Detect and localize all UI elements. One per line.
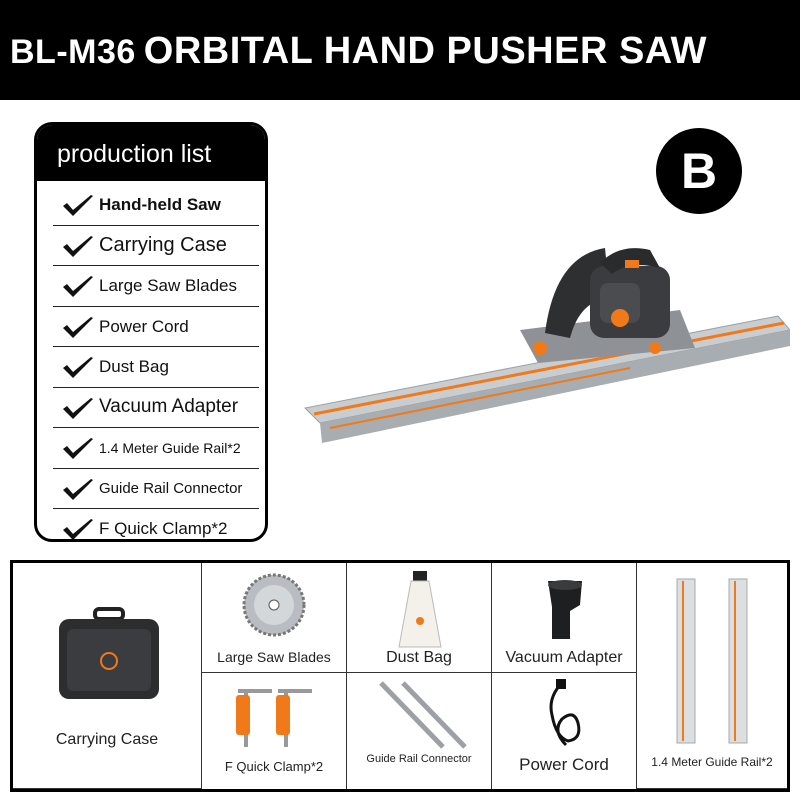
power-cord-icon	[549, 679, 581, 747]
variant-badge: B	[656, 128, 742, 214]
checkmark-icon	[63, 519, 93, 539]
checkmark-icon	[63, 195, 93, 216]
list-item-label: Vacuum Adapter	[99, 395, 239, 417]
checkmark-icon	[63, 478, 93, 500]
list-item: F Quick Clamp*2	[53, 509, 259, 539]
saw-blade-icon	[242, 573, 306, 637]
quick-clamp-label: F Quick Clamp*2	[224, 759, 324, 774]
list-item-label: Hand-held Saw	[99, 195, 221, 214]
list-item: Guide Rail Connector	[53, 469, 259, 509]
list-item: Carrying Case	[53, 226, 259, 266]
list-item: Dust Bag	[53, 347, 259, 388]
vacuum-adapter-label: Vacuum Adapter	[505, 649, 623, 666]
checkmark-icon	[63, 357, 93, 378]
guide-rail-icon	[676, 578, 748, 744]
saw-blades-label: Large Saw Blades	[217, 649, 331, 665]
accessory-rail-connector: Guide Rail Connector	[347, 673, 492, 789]
list-item-label: Guide Rail Connector	[99, 479, 243, 497]
dust-bag-icon	[398, 571, 442, 648]
quick-clamp-icon	[236, 689, 312, 747]
accessory-quick-clamp: F Quick Clamp*2	[202, 673, 347, 789]
checkmark-icon	[63, 438, 93, 459]
list-item: Large Saw Blades	[53, 266, 259, 307]
production-list-rows: Hand-held Saw Carrying Case Large Saw Bl…	[53, 185, 259, 539]
list-item: Vacuum Adapter	[53, 388, 259, 428]
dust-bag-label: Dust Bag	[386, 649, 452, 666]
list-item: 1.4 Meter Guide Rail*2	[53, 428, 259, 469]
accessory-saw-blades: Large Saw Blades	[202, 563, 347, 673]
list-item: Hand-held Saw	[53, 185, 259, 226]
list-item-label: F Quick Clamp*2	[99, 519, 228, 538]
list-item-label: Carrying Case	[99, 233, 227, 256]
power-cord-label: Power Cord	[519, 755, 609, 774]
list-item-label: Power Cord	[99, 316, 189, 336]
accessory-carrying-case: Carrying Case	[13, 563, 202, 789]
model-number: BL-M36	[10, 33, 136, 71]
carrying-case-label: Carrying Case	[55, 731, 159, 748]
accessory-guide-rail: 1.4 Meter Guide Rail*2	[637, 563, 787, 789]
checkmark-icon	[63, 397, 93, 419]
list-item-label: Dust Bag	[99, 357, 169, 376]
production-list-panel: production list Hand-held Saw Carrying C…	[34, 122, 268, 542]
accessories-grid: Carrying Case Large Saw Blades Dust Bag …	[10, 560, 790, 792]
rail-connector-label: Guide Rail Connector	[366, 753, 472, 765]
product-title: ORBITAL HAND PUSHER SAW	[143, 30, 708, 72]
guide-rail-label: 1.4 Meter Guide Rail*2	[651, 755, 773, 769]
saw-on-rail-image	[303, 248, 790, 443]
checkmark-icon	[63, 235, 93, 257]
list-item: Power Cord	[53, 307, 259, 347]
accessory-vacuum-adapter: Vacuum Adapter	[492, 563, 637, 673]
production-list-title: production list	[37, 125, 265, 181]
list-item-label: Large Saw Blades	[99, 276, 237, 295]
accessory-dust-bag: Dust Bag	[347, 563, 492, 673]
carrying-case-icon	[59, 607, 159, 699]
checkmark-icon	[63, 316, 93, 338]
checkmark-icon	[63, 276, 93, 297]
vacuum-adapter-icon	[548, 580, 582, 639]
rail-connector-icon	[379, 681, 467, 749]
accessory-power-cord: Power Cord	[492, 673, 637, 789]
list-item-label: 1.4 Meter Guide Rail*2	[99, 440, 241, 456]
